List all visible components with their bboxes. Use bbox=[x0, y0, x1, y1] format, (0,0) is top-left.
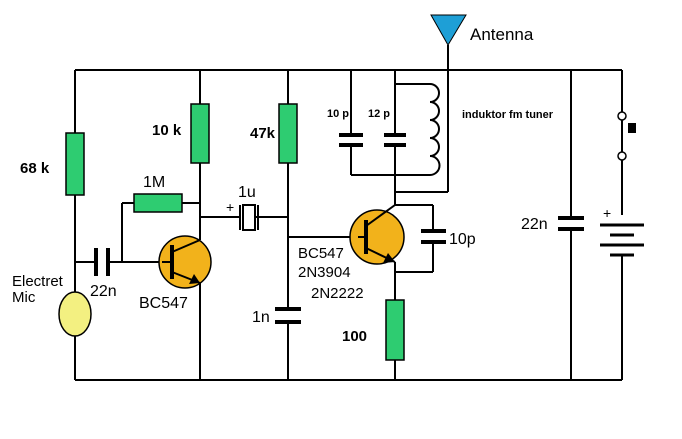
resistor-1m-label: 1M bbox=[143, 174, 165, 191]
resistor-10k-label: 10 k bbox=[152, 122, 182, 139]
resistor-10k bbox=[190, 103, 210, 164]
capacitor-1n-label: 1n bbox=[252, 309, 270, 326]
resistor-47k-label: 47k bbox=[250, 125, 276, 142]
capacitor-22n-supply-label: 22n bbox=[521, 216, 548, 233]
resistor-68k bbox=[65, 132, 85, 196]
battery-icon bbox=[600, 223, 644, 257]
transistor-q2-label-3: 2N2222 bbox=[311, 285, 364, 302]
capacitor-1u-label: 1u bbox=[238, 184, 256, 201]
capacitor-1n bbox=[275, 307, 301, 324]
wires bbox=[74, 45, 623, 381]
transistor-q1 bbox=[158, 235, 212, 289]
mic-label-line1: Electret bbox=[12, 273, 64, 290]
capacitor-1u-plus: + bbox=[226, 199, 234, 215]
resistor-68k-label: 68 k bbox=[20, 160, 50, 177]
capacitor-12p-label: 12 p bbox=[368, 108, 390, 120]
inductor-icon bbox=[429, 83, 441, 176]
capacitor-10p-tank bbox=[339, 133, 363, 147]
capacitor-22n-input bbox=[94, 248, 110, 276]
resistor-1m bbox=[133, 193, 183, 213]
capacitor-1u bbox=[239, 204, 262, 231]
microphone-icon bbox=[58, 291, 92, 337]
mic-label-line2: Mic bbox=[12, 289, 36, 306]
transistor-q1-label: BC547 bbox=[139, 295, 188, 312]
antenna-icon bbox=[430, 14, 467, 46]
capacitor-12p-tank bbox=[384, 133, 406, 147]
capacitor-22n-supply bbox=[558, 216, 584, 231]
resistor-47k bbox=[278, 103, 298, 164]
capacitor-10p-feedback-label: 10p bbox=[449, 231, 476, 248]
transistor-q2-label-1: BC547 bbox=[298, 245, 344, 262]
transistor-q2 bbox=[349, 204, 405, 265]
capacitor-10p-tank-label: 10 p bbox=[327, 108, 349, 120]
battery-plus: + bbox=[603, 205, 611, 221]
resistor-100 bbox=[385, 299, 405, 361]
antenna-label: Antenna bbox=[470, 25, 534, 44]
switch-icon bbox=[617, 111, 636, 161]
resistor-100-label: 100 bbox=[342, 328, 367, 345]
transistor-q2-label-2: 2N3904 bbox=[298, 264, 351, 281]
capacitor-22n-input-label: 22n bbox=[90, 283, 117, 300]
inductor-label: induktor fm tuner bbox=[462, 109, 554, 121]
capacitor-10p-feedback bbox=[421, 229, 446, 244]
